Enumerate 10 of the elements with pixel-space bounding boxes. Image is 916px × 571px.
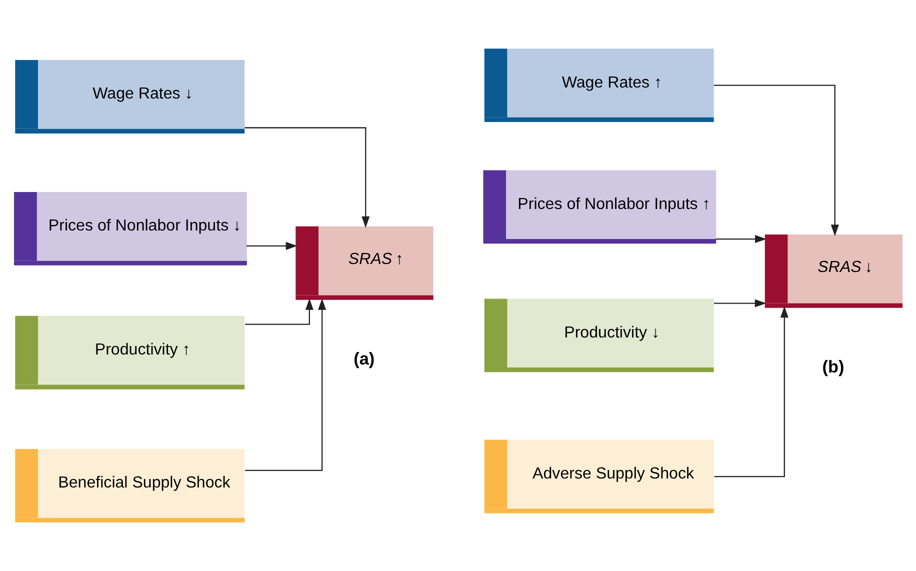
arrow [244, 127, 370, 228]
arrow [246, 242, 298, 250]
arrow [714, 299, 766, 308]
arrow [714, 84, 839, 236]
label: (a) [354, 348, 375, 369]
label: (b) [822, 356, 844, 377]
arrow [245, 298, 326, 471]
arrow [714, 306, 788, 478]
arrow [245, 298, 314, 325]
arrow [716, 235, 767, 244]
